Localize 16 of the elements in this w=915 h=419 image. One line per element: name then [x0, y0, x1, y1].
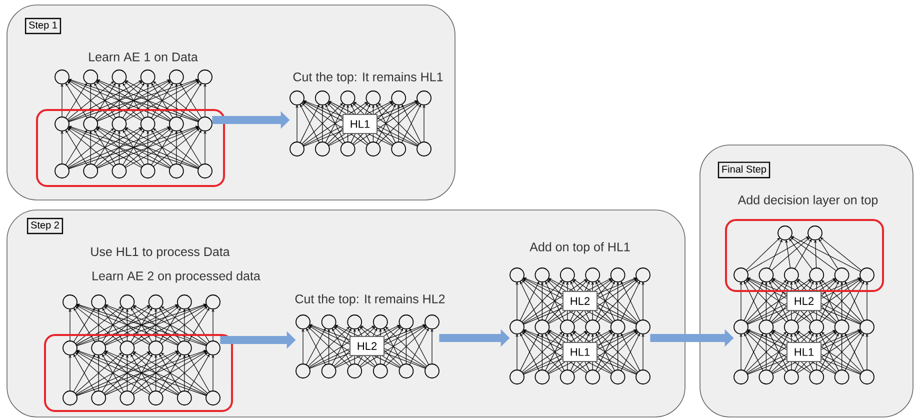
step-tag: Final Step	[718, 162, 770, 178]
layer-label-box: HL2	[350, 336, 384, 356]
node-label: Use HL1 to process Data	[91, 247, 230, 259]
layer-label-box: HL1	[786, 342, 822, 362]
layer-label-box: HL2	[562, 291, 598, 311]
layer-label-box: HL2	[786, 291, 822, 311]
step-tag: Step 2	[26, 218, 64, 234]
node-label: Learn AE 2 on processed data	[92, 271, 260, 283]
node-label: Cut the top: It remains HL1	[293, 72, 443, 84]
step-tag: Step 1	[24, 18, 62, 34]
node-label: Add on top of HL1	[530, 242, 630, 254]
layer-label-box: HL1	[562, 342, 598, 362]
node-label: Cut the top: It remains HL2	[295, 294, 445, 306]
node-label: Learn AE 1 on Data	[89, 52, 198, 62]
layer-label-box: HL1	[342, 114, 378, 134]
node-label: Add decision layer on top	[738, 195, 878, 207]
